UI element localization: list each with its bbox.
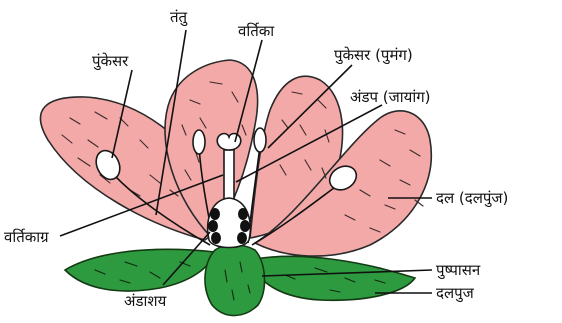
receptacle [205, 245, 265, 316]
label-petal-corolla: दल (दलपुंज) [436, 189, 508, 208]
label-receptacle: पुष्पासन [436, 261, 481, 280]
label-stigma: वर्तिका [238, 22, 275, 40]
label-stamen: पुंकेसर [92, 52, 129, 71]
label-filament: तंतु [170, 8, 188, 27]
label-stamen-androecium: पुकेसर (पुमंग) [334, 46, 413, 65]
style [224, 150, 234, 205]
label-sepal-calyx: दलपुज [436, 284, 475, 303]
sepal-left [65, 249, 215, 291]
anther-center-right [254, 128, 266, 152]
sepals [65, 245, 415, 316]
label-style-tip: वर्तिकाग्र [4, 228, 49, 246]
label-carpel-gynoecium: अंडप (जायांग) [350, 88, 431, 106]
anther-center-left [193, 130, 205, 154]
label-ovary: अंडाशय [124, 292, 167, 310]
